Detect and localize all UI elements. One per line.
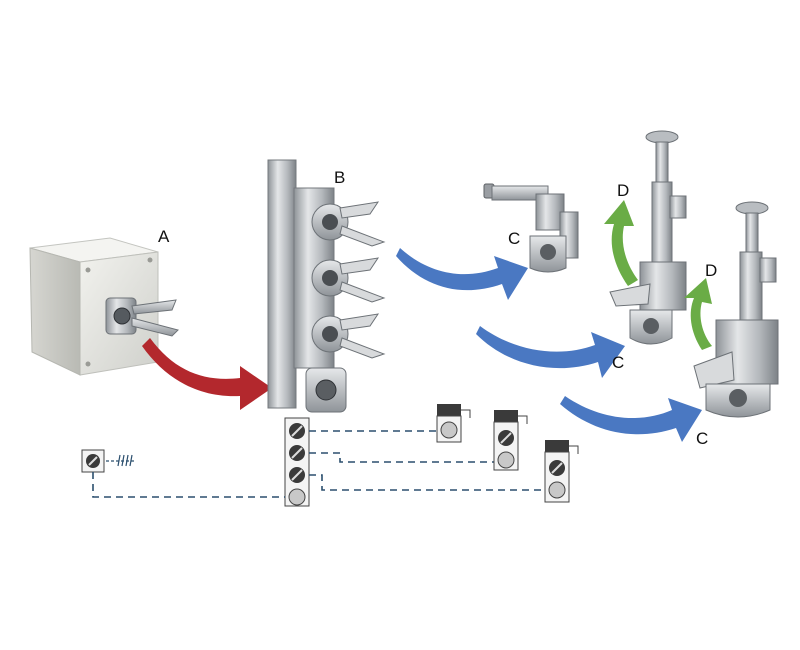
wiring — [92, 430, 545, 498]
lock-unit-c3 — [693, 201, 779, 418]
arrow-b-to-c1 — [396, 248, 528, 300]
screw-terminal-icon — [289, 445, 305, 461]
label-b: B — [334, 168, 345, 187]
wire-left-to-b — [92, 472, 285, 498]
lock-unit-c2 — [609, 130, 687, 345]
wire-b-to-t2 — [309, 452, 494, 463]
arrow-d1-release — [604, 200, 638, 286]
arrow-a-to-b — [142, 338, 272, 410]
terminal-left — [81, 449, 136, 473]
arrow-b-to-c2 — [476, 326, 625, 378]
label-d2: D — [705, 261, 717, 280]
key-lock-icon — [305, 367, 347, 413]
indicator-lamp-icon — [288, 488, 306, 506]
remote-terminal-2 — [493, 410, 528, 471]
label-c1: C — [508, 229, 520, 248]
screw-terminal-icon — [289, 423, 305, 439]
screw-terminal-icon — [289, 467, 305, 483]
master-unit-b — [267, 159, 386, 413]
wire-b-to-t3 — [309, 474, 545, 491]
remote-terminal-3 — [544, 440, 579, 503]
terminal-block-b — [284, 417, 310, 507]
exchange-box-a — [29, 237, 179, 376]
arrow-d2-release — [684, 278, 712, 350]
remote-terminal-1 — [436, 404, 471, 443]
key-lock-icon — [529, 235, 567, 273]
key-lock-icon — [629, 309, 673, 345]
key-lock-icon — [105, 297, 179, 337]
key-lock-icon — [705, 383, 771, 418]
wire-tail-icon — [106, 454, 136, 467]
key-release-icon — [311, 201, 386, 247]
key-release-icon — [311, 257, 386, 303]
label-c3: C — [696, 429, 708, 448]
label-c2: C — [612, 353, 624, 372]
arrow-b-to-c3 — [560, 396, 702, 442]
label-a: A — [158, 227, 170, 246]
key-release-icon — [311, 313, 386, 359]
label-d1: D — [617, 181, 629, 200]
lock-unit-c1 — [483, 183, 579, 273]
